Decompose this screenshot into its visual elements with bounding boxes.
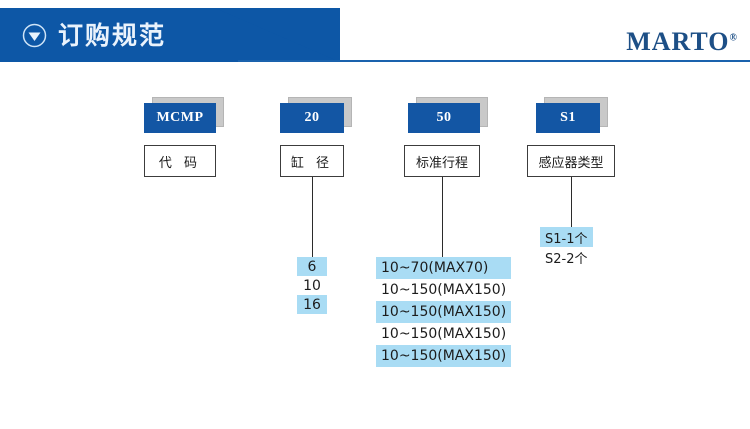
- list-item[interactable]: 10: [303, 277, 321, 294]
- stroke-connector-line: [442, 177, 443, 257]
- page-header: 订购规范 MARTO®: [0, 0, 750, 70]
- code-chip[interactable]: MCMP: [144, 103, 216, 133]
- brand-registered-mark: ®: [729, 32, 738, 44]
- page-title: 订购规范: [58, 21, 167, 50]
- list-item[interactable]: 10~150(MAX150): [381, 326, 507, 342]
- bore-desc-box: 缸 径: [280, 145, 344, 177]
- sensor-connector-line: [571, 177, 572, 227]
- stroke-chip[interactable]: 50: [408, 103, 480, 133]
- stroke-option-list: 10~70(MAX70) 10~150(MAX150) 10~150(MAX15…: [376, 257, 512, 367]
- list-item[interactable]: 16: [297, 295, 327, 314]
- bore-chip[interactable]: 20: [280, 103, 344, 133]
- stroke-desc-box: 标准行程: [404, 145, 480, 177]
- triangle-down-circle-icon: [22, 23, 47, 48]
- list-item[interactable]: S2-2个: [545, 251, 588, 267]
- bore-connector-line: [312, 177, 313, 257]
- sensor-option-list: S1-1个 S2-2个: [540, 227, 593, 267]
- code-desc-box: 代 码: [144, 145, 216, 177]
- header-underline: [238, 60, 750, 62]
- list-item[interactable]: 10~70(MAX70): [376, 257, 512, 279]
- list-item[interactable]: 10~150(MAX150): [381, 282, 507, 298]
- list-item[interactable]: 10~150(MAX150): [376, 345, 512, 367]
- brand-logo-text: MARTO: [626, 27, 730, 56]
- list-item[interactable]: 6: [297, 257, 327, 276]
- list-item[interactable]: 10~150(MAX150): [376, 301, 512, 323]
- ordering-spec-diagram: MCMP 代 码 20 缸 径 6 10 16 50 标准行程: [0, 70, 750, 429]
- brand-logo: MARTO®: [626, 27, 738, 57]
- list-item[interactable]: S1-1个: [540, 227, 593, 247]
- sensor-desc-box: 感应器类型: [527, 145, 615, 177]
- bore-option-list: 6 10 16: [297, 257, 327, 314]
- sensor-chip[interactable]: S1: [536, 103, 600, 133]
